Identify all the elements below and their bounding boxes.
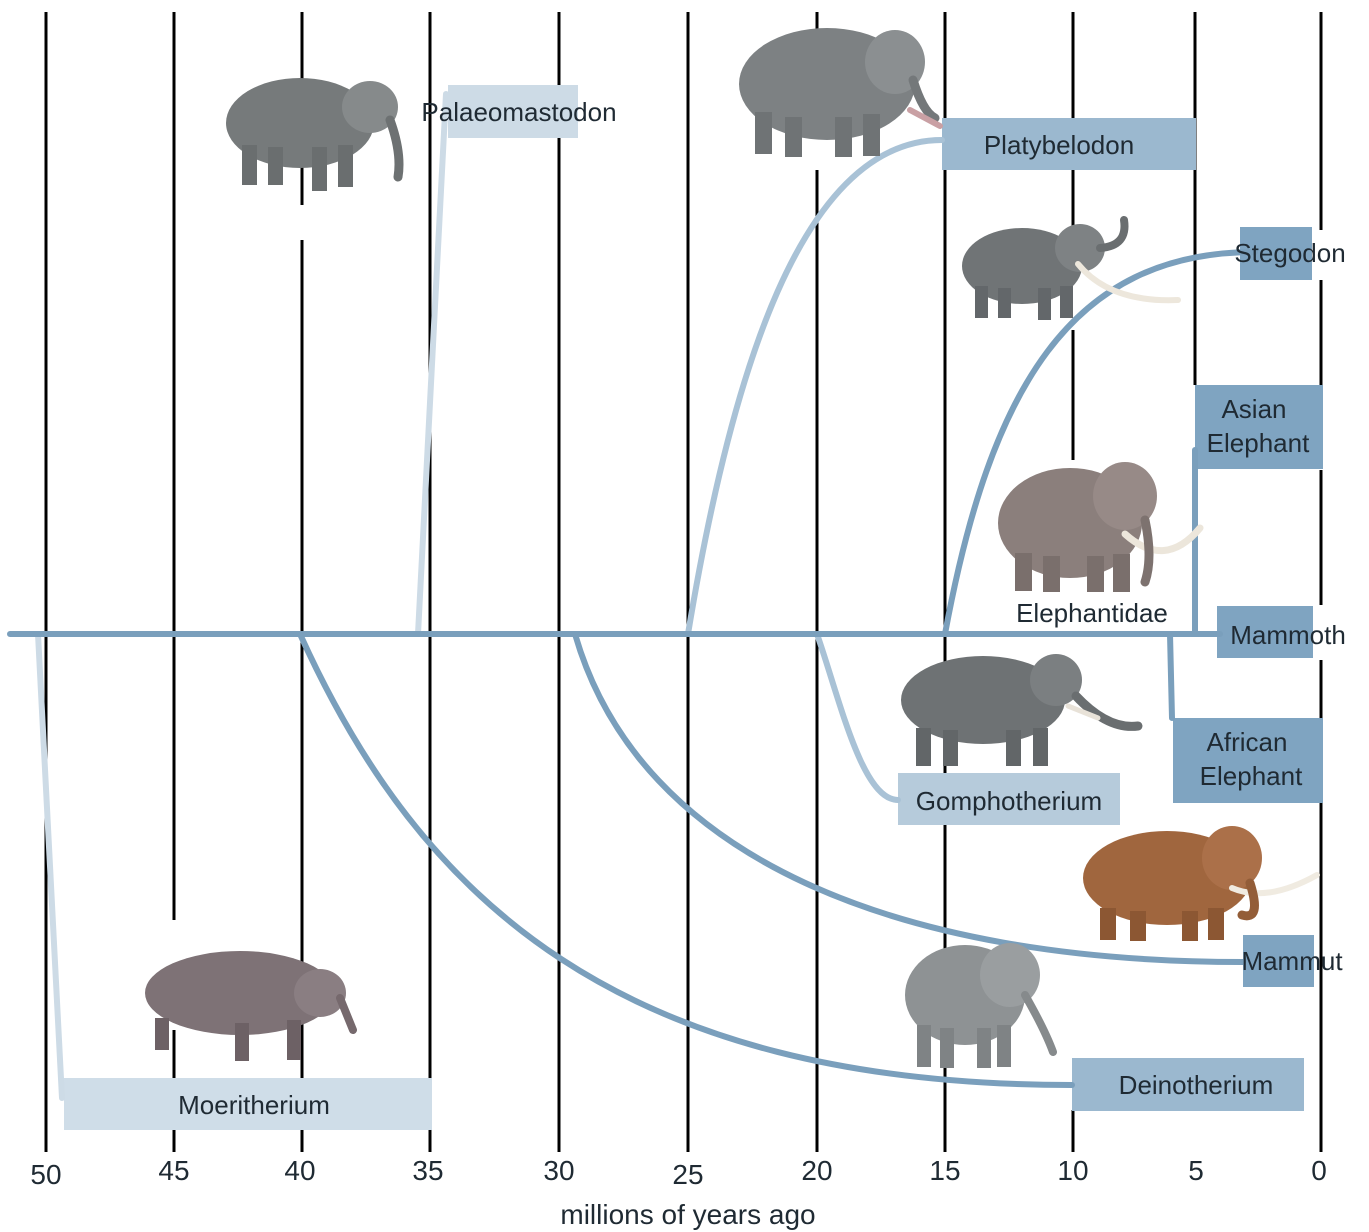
label-boxes bbox=[64, 85, 1323, 1130]
tick-label-15: 15 bbox=[929, 1155, 960, 1186]
moeritherium-label: Moeritherium bbox=[178, 1090, 330, 1120]
palaeomastodon-illustration bbox=[226, 78, 404, 191]
tick-label-45: 45 bbox=[158, 1155, 189, 1186]
elephantidae-label: Elephantidae bbox=[1016, 598, 1168, 628]
moeritherium-label-box bbox=[64, 1078, 432, 1130]
platybelodon-label: Platybelodon bbox=[984, 130, 1134, 160]
gomphotherium-illustration bbox=[901, 654, 1143, 766]
mammoth-label-box bbox=[1217, 606, 1313, 658]
stegodon-label: Stegodon bbox=[1234, 238, 1345, 268]
gomphotherium-branch bbox=[814, 631, 901, 803]
platybelodon-branch bbox=[685, 137, 945, 637]
palaeomastodon-label: Palaeomastodon bbox=[421, 97, 616, 127]
asian-elephant-label-box bbox=[1195, 385, 1323, 469]
mammoth-label: Mammoth bbox=[1230, 620, 1346, 650]
gomphotherium-label-box bbox=[898, 773, 1120, 825]
platybelodon-label-box bbox=[942, 118, 1196, 170]
deinotherium-illustration bbox=[905, 943, 1057, 1068]
platybelodon-illustration bbox=[739, 28, 943, 157]
tick-label-10: 10 bbox=[1057, 1155, 1088, 1186]
african-elephant-label-box bbox=[1173, 718, 1323, 803]
tick-label-0: 0 bbox=[1311, 1155, 1327, 1186]
deinotherium-branch bbox=[297, 631, 1075, 1088]
lineage-branches bbox=[7, 91, 1258, 1101]
mammut-label: Mammut bbox=[1241, 946, 1343, 976]
asian-elephant-label-line2: Elephant bbox=[1207, 428, 1310, 458]
mammoth-illustration bbox=[998, 462, 1204, 592]
african-elephant-label-line1: African bbox=[1207, 727, 1288, 757]
deinotherium-label-box bbox=[1072, 1058, 1304, 1111]
stegodon-illustration bbox=[962, 216, 1181, 320]
gomphotherium-label: Gomphotherium bbox=[916, 786, 1102, 816]
moeritherium-branch bbox=[35, 631, 65, 1101]
mammut-illustration bbox=[1083, 826, 1320, 941]
tick-label-5: 5 bbox=[1188, 1155, 1204, 1186]
time-grid bbox=[44, 12, 1323, 1152]
mammut-label-box bbox=[1243, 935, 1314, 987]
palaeomastodon-branch bbox=[415, 91, 449, 637]
tick-label-35: 35 bbox=[412, 1155, 443, 1186]
axis-title: millions of years ago bbox=[560, 1199, 815, 1230]
tick-label-30: 30 bbox=[543, 1155, 574, 1186]
mammut-branch bbox=[572, 631, 1246, 965]
time-axis: 50 45 40 35 30 25 20 15 10 5 0 millions … bbox=[30, 1155, 1326, 1230]
tick-label-50: 50 bbox=[30, 1159, 61, 1190]
tick-label-40: 40 bbox=[284, 1155, 315, 1186]
palaeomastodon-label-box bbox=[448, 85, 578, 138]
stegodon-branch bbox=[942, 249, 1258, 637]
asian-elephant-label-line1: Asian bbox=[1221, 394, 1286, 424]
tick-label-25: 25 bbox=[672, 1159, 703, 1190]
tick-label-20: 20 bbox=[801, 1155, 832, 1186]
moeritherium-illustration bbox=[145, 951, 357, 1061]
taxon-labels: Palaeomastodon Platybelodon Stegodon Asi… bbox=[178, 97, 1346, 1120]
african-elephant-branch bbox=[1167, 631, 1175, 721]
deinotherium-label: Deinotherium bbox=[1119, 1070, 1274, 1100]
african-elephant-label-line2: Elephant bbox=[1200, 761, 1303, 791]
